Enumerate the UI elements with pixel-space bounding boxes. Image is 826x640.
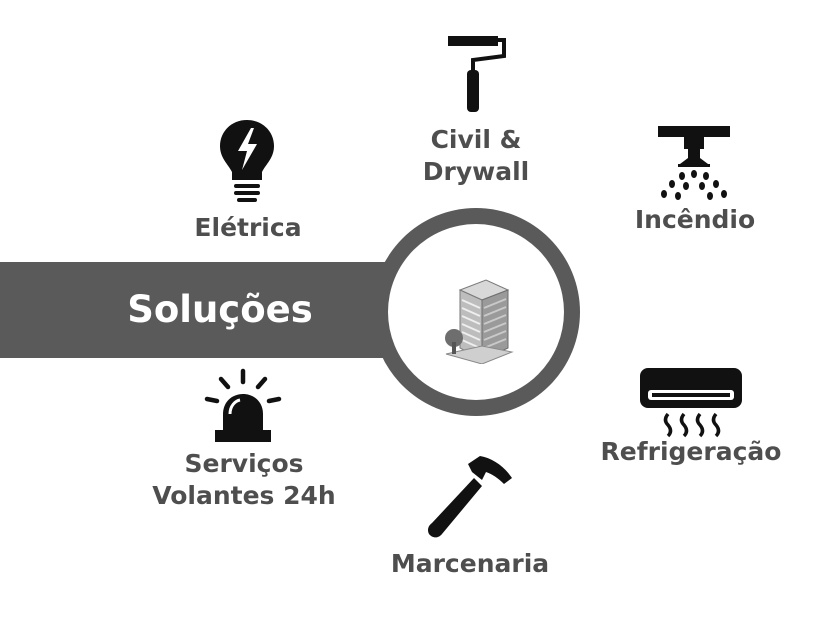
label-incendio: Incêndio [634, 205, 756, 234]
building-icon [445, 279, 514, 364]
siren-icon [204, 368, 282, 442]
label-marcenaria: Marcenaria [390, 549, 550, 578]
label-civil-line-1: Civil & [430, 125, 522, 154]
sprinkler-icon [658, 126, 730, 200]
label-servicos-line-1: Serviços [184, 449, 304, 478]
label-eletrica: Elétrica [194, 213, 302, 242]
label-refrigeracao: Refrigeração [600, 437, 782, 466]
center-ring-inner [388, 224, 564, 400]
paint-roller-icon [448, 36, 506, 112]
center-ring [372, 208, 580, 416]
label-civil-line-2: Drywall [422, 157, 530, 186]
solucoes-title: Soluções [127, 288, 313, 331]
solucoes-banner [0, 262, 410, 358]
air-conditioner-icon [640, 368, 742, 438]
hammer-icon [428, 456, 512, 538]
label-civil-drywall: Civil & Drywall [398, 124, 554, 188]
label-servicos-volantes: Serviços Volantes 24h [144, 448, 344, 512]
label-servicos-line-2: Volantes 24h [152, 481, 336, 510]
lightbulb-icon [220, 120, 274, 202]
